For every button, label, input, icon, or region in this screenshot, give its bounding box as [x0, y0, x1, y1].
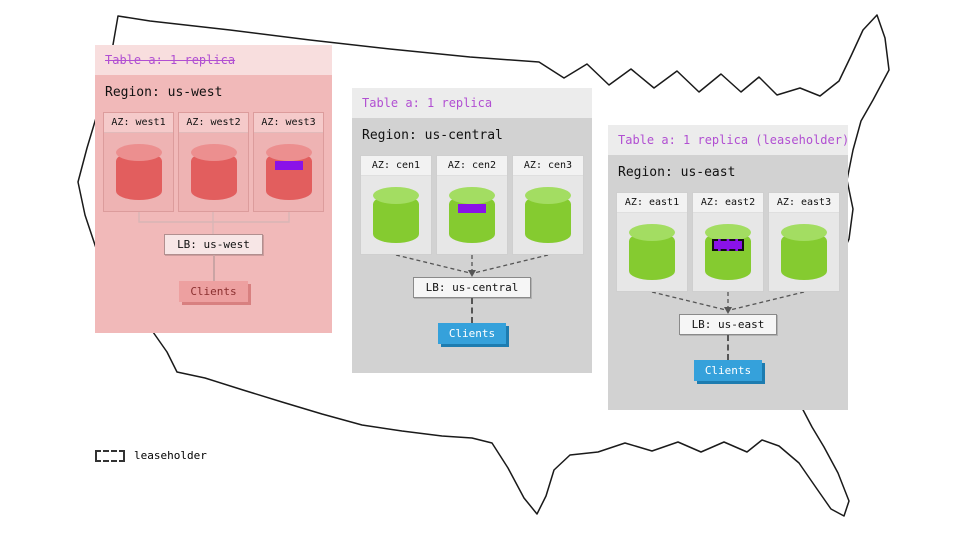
table-label-text: Table a: 1 replica (leaseholder) — [618, 133, 848, 147]
legend: leaseholder — [95, 449, 207, 462]
az-to-lb-connector — [395, 255, 549, 277]
clients-box-us-east: Clients — [693, 360, 763, 381]
az-row-us-west: AZ: west1 AZ: west2 — [103, 112, 324, 212]
load-balancer-box-us-central: LB: us-central — [412, 277, 532, 298]
load-balancer-box-us-west: LB: us-west — [164, 234, 263, 255]
region-title-us-east: Region: us-east — [618, 165, 736, 180]
region-panel-us-east: Table a: 1 replica (leaseholder) Region:… — [608, 125, 848, 410]
az-label: AZ: east3 — [769, 193, 839, 213]
clients-box-us-central: Clients — [437, 323, 507, 344]
legend-label: leaseholder — [134, 449, 207, 462]
az-label: AZ: east2 — [693, 193, 763, 213]
cylinder-top — [705, 224, 751, 241]
az-label: AZ: west1 — [104, 113, 173, 133]
cylinder-top — [525, 187, 571, 204]
az-box-cen1: AZ: cen1 — [360, 155, 432, 255]
database-cylinder-icon — [115, 144, 162, 200]
cylinder-area — [769, 213, 839, 291]
database-cylinder-icon — [629, 224, 675, 280]
az-box-cen3: AZ: cen3 — [512, 155, 584, 255]
cylinder-top — [190, 144, 237, 161]
cylinder-top — [781, 224, 827, 241]
database-cylinder-icon — [265, 144, 312, 200]
lb-to-clients-connector — [471, 298, 473, 323]
cylinder-top — [265, 144, 312, 161]
lb-to-clients-connector — [727, 335, 729, 360]
lb-to-clients-connector — [212, 255, 215, 281]
az-box-east3: AZ: east3 — [768, 192, 840, 292]
region-title-us-central: Region: us-central — [362, 128, 503, 143]
replica-range-chip — [458, 204, 486, 213]
az-box-west2: AZ: west2 — [178, 112, 249, 212]
region-body-us-central: Region: us-central AZ: cen1 AZ: cen2 — [352, 118, 592, 373]
table-label-text: Table a: 1 replica — [362, 96, 493, 110]
az-label: AZ: east1 — [617, 193, 687, 213]
region-body-us-east: Region: us-east AZ: east1 AZ: east2 — [608, 155, 848, 410]
az-box-east1: AZ: east1 — [616, 192, 688, 292]
replica-range-chip — [274, 161, 303, 170]
cylinder-top — [629, 224, 675, 241]
cylinder-area — [254, 133, 323, 211]
az-box-east2: AZ: east2 — [692, 192, 764, 292]
leaseholder-replica-chip — [712, 239, 744, 251]
table-replica-label-us-east: Table a: 1 replica (leaseholder) — [608, 125, 848, 155]
cylinder-area — [693, 213, 763, 291]
region-panel-us-west: Table a: 1 replica Region: us-west AZ: w… — [95, 45, 332, 333]
az-to-lb-connector — [138, 212, 290, 234]
cylinder-top — [449, 187, 495, 204]
cylinder-top — [115, 144, 162, 161]
table-replica-label-us-west: Table a: 1 replica — [95, 45, 332, 75]
region-panel-us-central: Table a: 1 replica Region: us-central AZ… — [352, 88, 592, 373]
az-label: AZ: cen2 — [437, 156, 507, 176]
database-cylinder-icon — [525, 187, 571, 243]
az-to-lb-connector — [651, 292, 805, 314]
database-cylinder-icon — [449, 187, 495, 243]
table-label-text: Table a: 1 replica — [105, 53, 236, 67]
az-label: AZ: cen3 — [513, 156, 583, 176]
database-cylinder-icon — [373, 187, 419, 243]
table-replica-label-us-central: Table a: 1 replica — [352, 88, 592, 118]
az-label: AZ: west2 — [179, 113, 248, 133]
cylinder-area — [513, 176, 583, 254]
az-box-cen2: AZ: cen2 — [436, 155, 508, 255]
az-label: AZ: west3 — [254, 113, 323, 133]
clients-box-us-west: Clients — [179, 281, 248, 302]
region-body-us-west: Region: us-west AZ: west1 AZ: west2 — [95, 75, 332, 333]
region-title-us-west: Region: us-west — [105, 85, 223, 100]
cylinder-area — [104, 133, 173, 211]
arrowhead-icon — [468, 270, 476, 277]
cylinder-area — [179, 133, 248, 211]
az-row-us-east: AZ: east1 AZ: east2 — [616, 192, 840, 292]
cylinder-area — [437, 176, 507, 254]
load-balancer-box-us-east: LB: us-east — [678, 314, 778, 335]
az-box-west1: AZ: west1 — [103, 112, 174, 212]
az-label: AZ: cen1 — [361, 156, 431, 176]
arrowhead-icon — [724, 307, 732, 314]
database-cylinder-icon — [781, 224, 827, 280]
az-row-us-central: AZ: cen1 AZ: cen2 — [360, 155, 584, 255]
database-cylinder-icon — [190, 144, 237, 200]
cylinder-area — [361, 176, 431, 254]
az-box-west3: AZ: west3 — [253, 112, 324, 212]
leaseholder-swatch-icon — [95, 449, 125, 462]
cylinder-area — [617, 213, 687, 291]
cylinder-top — [373, 187, 419, 204]
database-cylinder-icon — [705, 224, 751, 280]
